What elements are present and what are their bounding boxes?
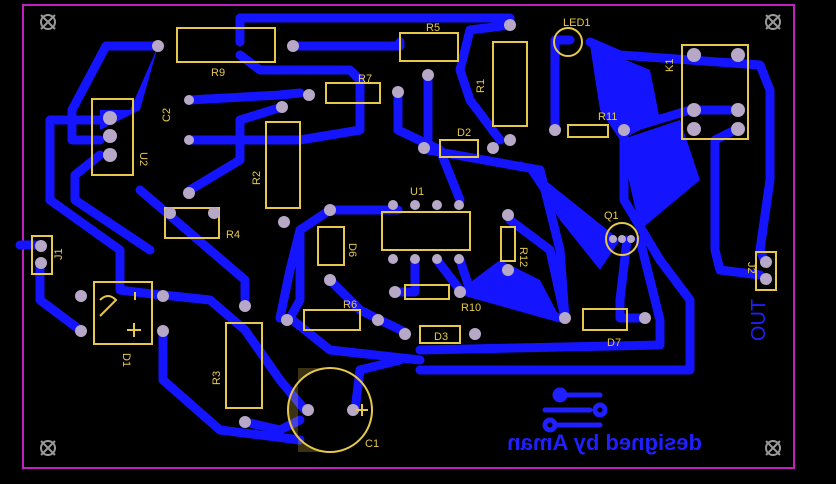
label-D7: D7 — [607, 337, 621, 349]
label-D2: D2 — [457, 127, 471, 139]
label-D6: D6 — [346, 243, 358, 257]
board-outline — [22, 4, 795, 469]
label-D1: D1 — [120, 353, 132, 367]
designer-logo — [542, 387, 608, 433]
label-D3: D3 — [434, 331, 448, 343]
label-R9: R9 — [211, 67, 225, 79]
label-Q1: Q1 — [604, 210, 619, 222]
label-C1: C1 — [365, 438, 379, 450]
silkscreen — [31, 27, 777, 453]
label-LED1: LED1 — [563, 17, 591, 29]
label-R10: R10 — [461, 302, 481, 314]
label-R7: R7 — [358, 73, 372, 85]
label-R5: R5 — [426, 22, 440, 34]
mounting-hole-bottom-left — [40, 440, 56, 456]
label-R2: R2 — [251, 171, 263, 185]
label-J1: J1 — [53, 248, 65, 260]
designer-text: designed by Aman — [507, 430, 702, 455]
label-U1: U1 — [410, 186, 424, 198]
label-U2: U2 — [137, 152, 149, 166]
label-R3: R3 — [211, 371, 223, 385]
capacitor-c1-fill — [288, 368, 330, 452]
label-C2: C2 — [161, 108, 173, 122]
label-R12: R12 — [517, 247, 529, 267]
out-label: OUT — [748, 299, 770, 341]
designer-text-group: designed by Aman — [507, 430, 702, 455]
label-R6: R6 — [343, 299, 357, 311]
copper-traces — [15, 13, 775, 445]
pads — [35, 19, 772, 428]
label-R11: R11 — [598, 111, 617, 123]
polarity-marks — [99, 292, 368, 416]
label-R4: R4 — [226, 229, 240, 241]
mounting-hole-top-right — [765, 14, 781, 30]
label-R1: R1 — [475, 79, 487, 93]
label-K1: K1 — [664, 59, 676, 72]
mounting-hole-bottom-right — [765, 440, 781, 456]
copper-pours — [100, 45, 700, 318]
mounting-holes — [40, 14, 781, 456]
label-J2: J2 — [745, 262, 757, 274]
mounting-hole-top-left — [40, 14, 56, 30]
